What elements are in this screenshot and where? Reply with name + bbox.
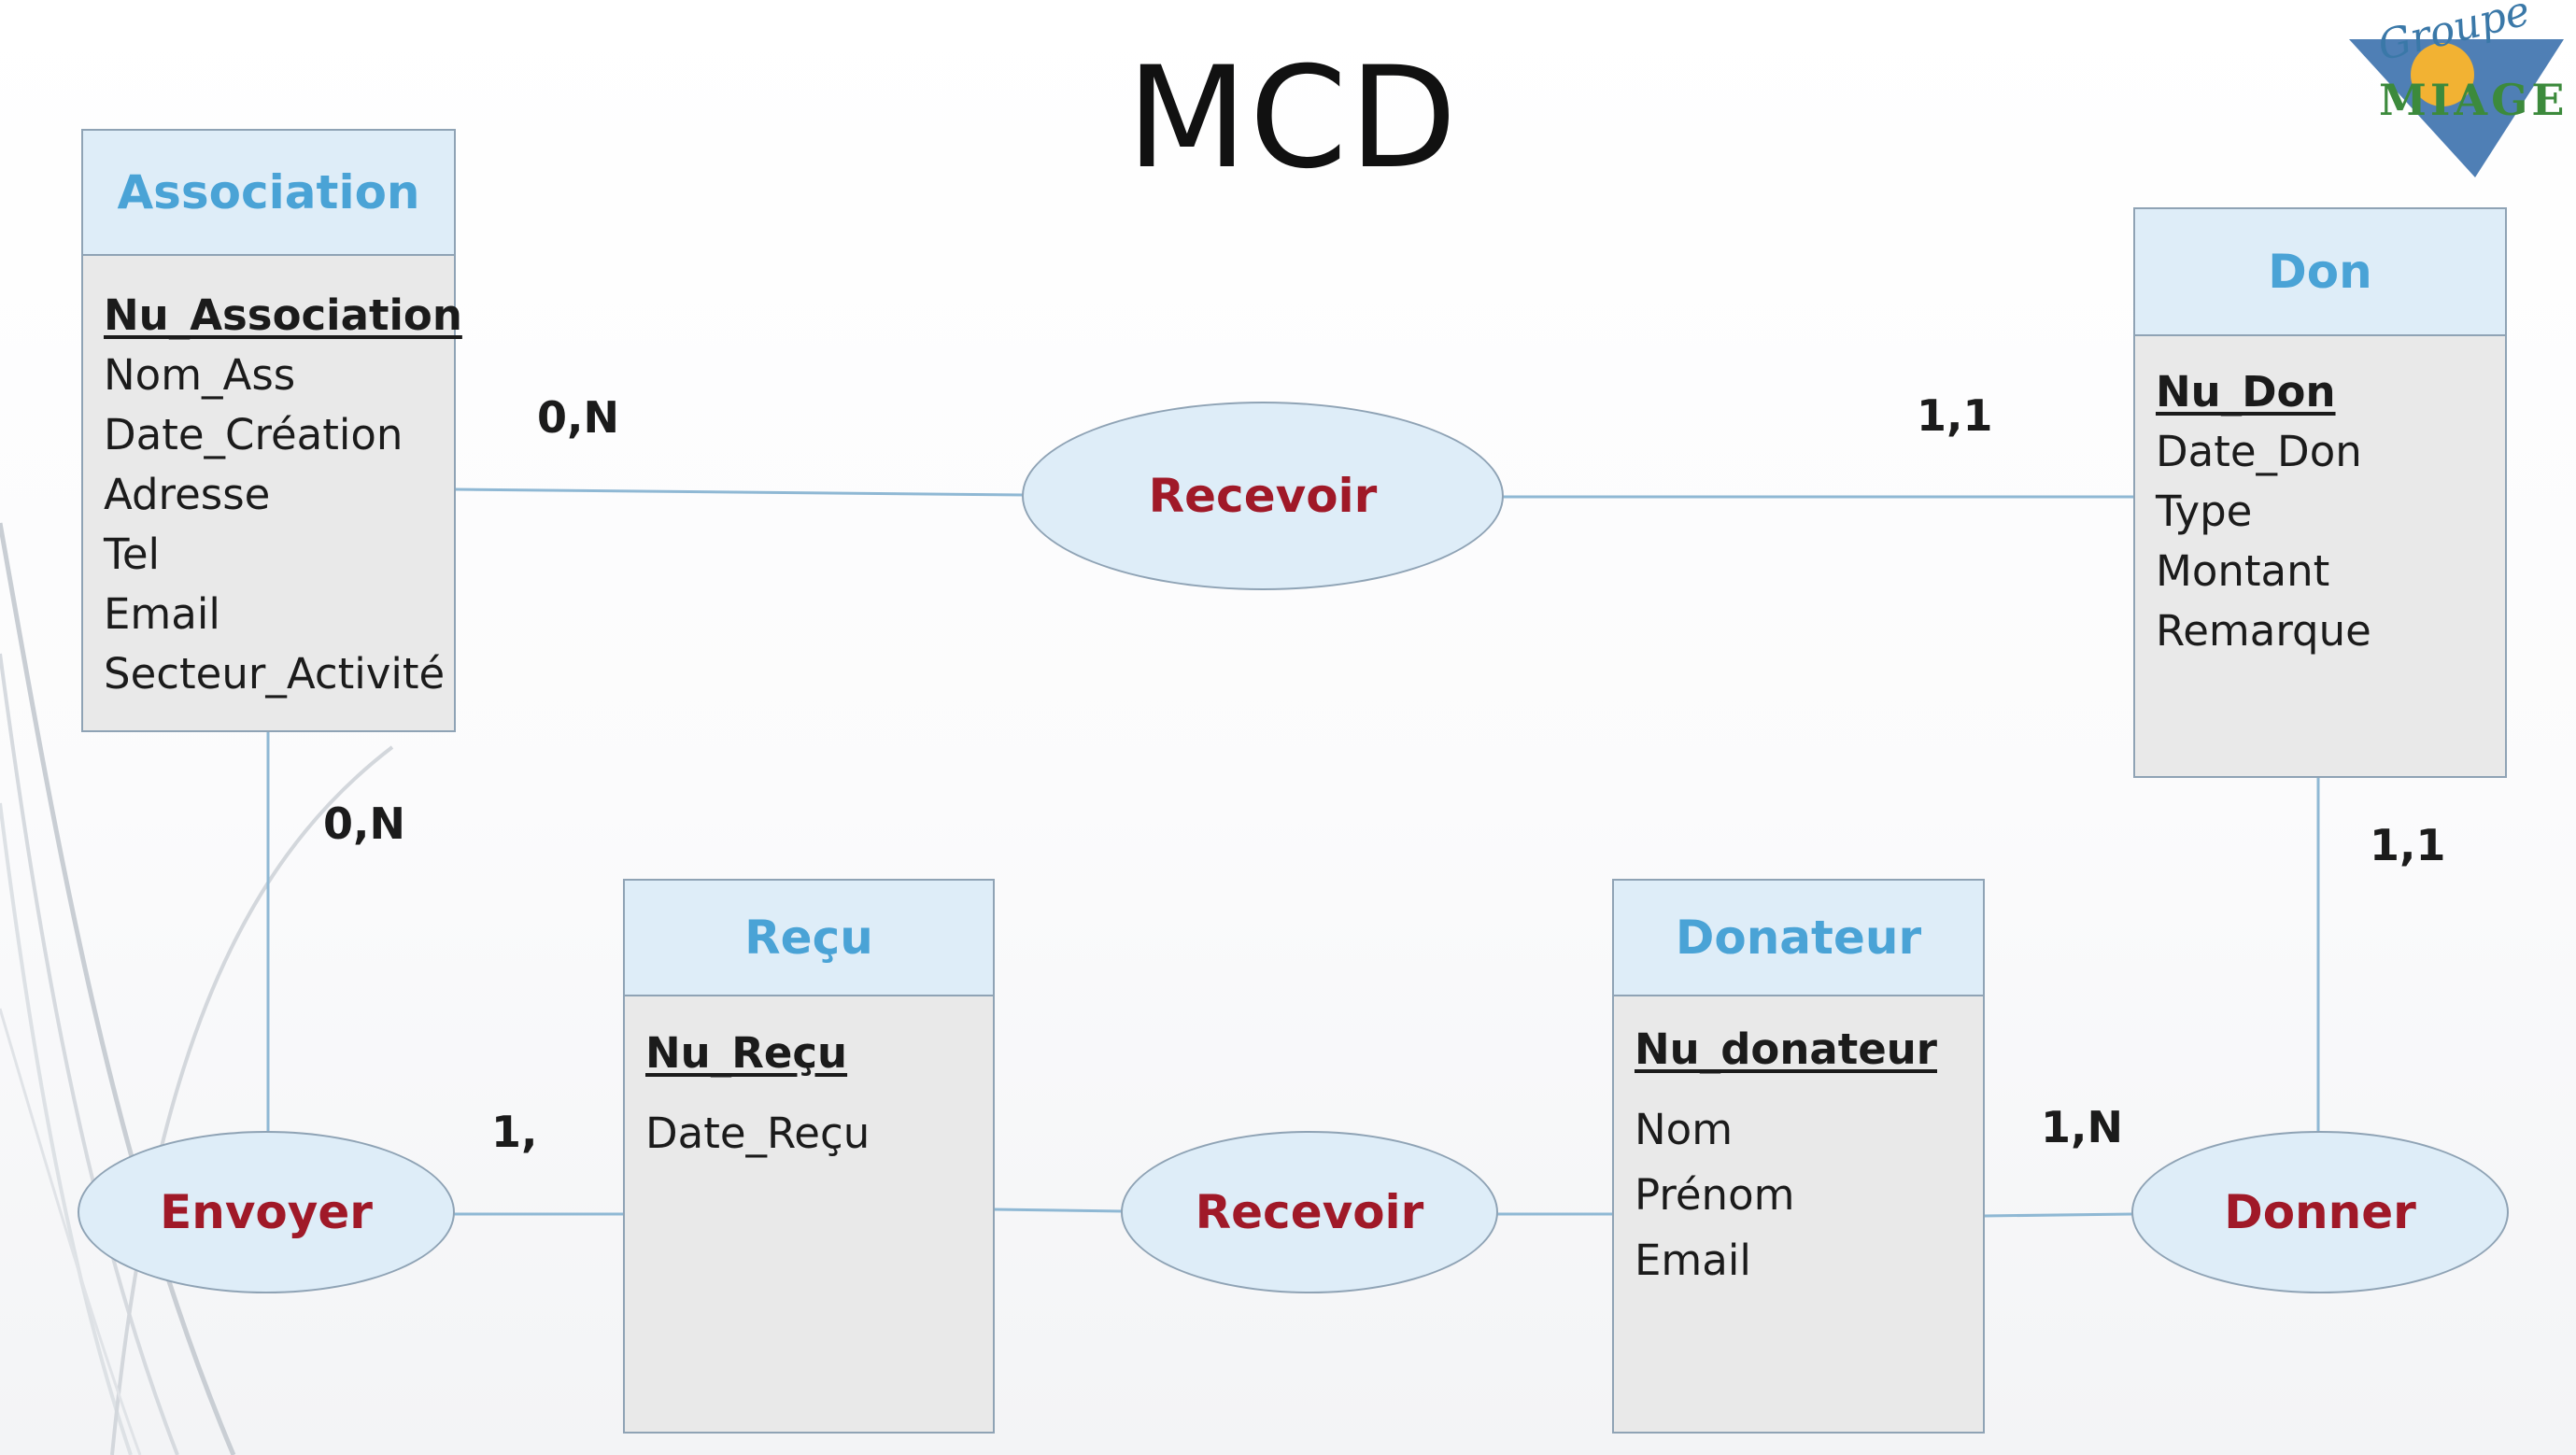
association-recevoir-bottom[interactable]: Recevoir: [1121, 1131, 1498, 1293]
attribute-key: Nu_Association: [104, 290, 462, 340]
entity-don[interactable]: Don Nu_Don Date_Don Type Montant Remarqu…: [2133, 207, 2507, 778]
logo-word-text: MIAGE: [2379, 75, 2569, 125]
attribute-key: Nu_Don: [2156, 367, 2336, 417]
entity-recu-title: Reçu: [625, 881, 993, 996]
cardinality-don-recevoir: 1,1: [1917, 390, 1993, 441]
line-association-recevoir: [454, 487, 1026, 497]
attribute-key: Nu_Reçu: [645, 1028, 848, 1078]
association-donner[interactable]: Donner: [2131, 1131, 2509, 1293]
page-title: MCD: [1126, 37, 1459, 200]
attribute: Secteur_Activité: [104, 649, 446, 699]
entity-don-attributes: Nu_Don Date_Don Type Montant Remarque: [2135, 336, 2505, 661]
entity-association[interactable]: Association Nu_Association Nom_Ass Date_…: [81, 129, 462, 732]
entity-association-attributes: Nu_Association Nom_Ass Date_Création Adr…: [83, 256, 462, 704]
attribute: Date_Reçu: [645, 1109, 870, 1158]
attribute: Prénom: [1635, 1170, 1795, 1220]
cardinality-association-recevoir: 0,N: [537, 392, 619, 443]
attribute: Email: [1635, 1236, 1751, 1285]
association-recevoir-top[interactable]: Recevoir: [1022, 402, 1504, 590]
entity-recu[interactable]: Reçu Nu_Reçu Date_Reçu: [623, 879, 995, 1434]
attribute-key: Nu_donateur: [1635, 1024, 1937, 1074]
miage-logo: Groupe MIAGE: [2340, 0, 2573, 182]
association-envoyer[interactable]: Envoyer: [78, 1131, 455, 1293]
attribute: Adresse: [104, 470, 271, 519]
line-recu-recevoir: [993, 1208, 1124, 1213]
attribute: Tel: [104, 530, 161, 579]
entity-donateur-title: Donateur: [1614, 881, 1983, 996]
cardinality-recu-envoyer: 1,: [491, 1107, 538, 1157]
cardinality-donateur-donner: 1,N: [2041, 1102, 2123, 1152]
line-donateur-donner: [1983, 1212, 2134, 1218]
entity-don-title: Don: [2135, 209, 2505, 336]
attribute: Remarque: [2156, 606, 2371, 656]
attribute: Date_Création: [104, 410, 403, 459]
attribute: Nom_Ass: [104, 350, 296, 400]
attribute: Date_Don: [2156, 427, 2362, 476]
attribute: Montant: [2156, 546, 2330, 596]
entity-recu-attributes: Nu_Reçu Date_Reçu: [625, 996, 993, 1174]
cardinality-don-donner: 1,1: [2370, 820, 2446, 870]
attribute: Type: [2156, 487, 2253, 536]
entity-donateur[interactable]: Donateur Nu_donateur Nom Prénom Email: [1612, 879, 1985, 1434]
entity-association-title: Association: [83, 131, 454, 256]
entity-donateur-attributes: Nu_donateur Nom Prénom Email: [1614, 996, 1983, 1293]
attribute: Email: [104, 589, 220, 639]
cardinality-association-envoyer: 0,N: [323, 798, 405, 849]
attribute: Nom: [1635, 1105, 1734, 1154]
logo-triangle-icon: [2349, 39, 2564, 177]
